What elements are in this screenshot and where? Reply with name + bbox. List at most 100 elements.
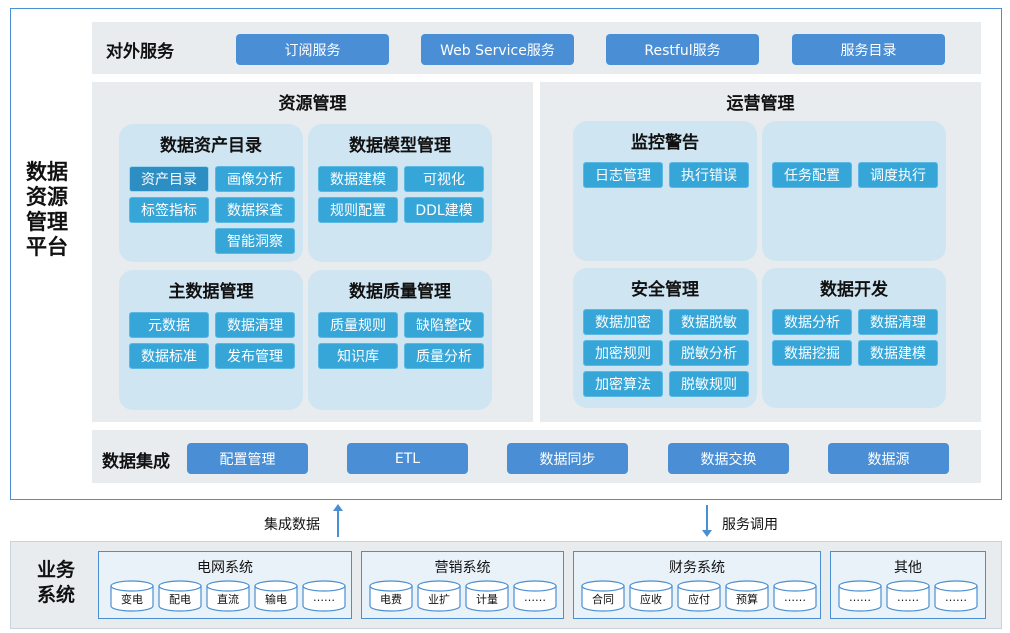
- db-electricity-fee: 电费: [369, 580, 413, 616]
- db-label: 配电: [169, 593, 191, 606]
- chip-asset-catalog[interactable]: 资产目录: [129, 166, 209, 192]
- chip-data-modeling[interactable]: 数据建模: [318, 166, 398, 192]
- chip-log-management[interactable]: 日志管理: [583, 162, 663, 188]
- chip-execution-error[interactable]: 执行错误: [669, 162, 749, 188]
- card-monitor-alert: [573, 121, 757, 261]
- operations-management-title: 运营管理: [726, 94, 795, 114]
- system-title: 电网系统: [197, 560, 253, 576]
- database-icon: [369, 580, 413, 612]
- chip-data-encryption[interactable]: 数据加密: [583, 309, 663, 335]
- db-business-expansion: 业扩: [417, 580, 461, 616]
- card-data-model-management: [308, 124, 492, 262]
- card-task-scheduling: [762, 121, 946, 261]
- db-label: ……: [313, 591, 335, 604]
- chip-smart-insight[interactable]: 智能洞察: [215, 228, 295, 254]
- system-title: 营销系统: [434, 560, 491, 576]
- chip-data-analysis[interactable]: 数据分析: [772, 309, 852, 335]
- chip-visualization[interactable]: 可视化: [404, 166, 484, 192]
- service-call-label: 服务调用: [722, 517, 778, 533]
- data-sync-button[interactable]: 数据同步: [507, 443, 628, 474]
- db-label: ……: [784, 591, 806, 604]
- db-label: 直流: [217, 593, 239, 606]
- card-title: 数据模型管理: [349, 136, 451, 156]
- db-label: 合同: [592, 593, 614, 606]
- database-icon: [773, 580, 817, 612]
- system-title: 其他: [894, 560, 922, 576]
- chip-tag-metrics[interactable]: 标签指标: [129, 197, 209, 223]
- chip-masking-analysis[interactable]: 脱敏分析: [669, 340, 749, 366]
- db-label: 预算: [736, 593, 758, 606]
- chip-task-config[interactable]: 任务配置: [772, 162, 852, 188]
- db-label: 电费: [380, 593, 402, 606]
- database-icon: [465, 580, 509, 612]
- chip-data-cleaning-dev[interactable]: 数据清理: [858, 309, 938, 335]
- chip-data-probe[interactable]: 数据探查: [215, 197, 295, 223]
- chip-data-modeling-dev[interactable]: 数据建模: [858, 340, 938, 366]
- database-icon: [206, 580, 250, 612]
- db-label: ……: [945, 591, 967, 604]
- chip-data-masking[interactable]: 数据脱敏: [669, 309, 749, 335]
- business-systems-title: 业务 系统: [36, 559, 75, 606]
- chip-defect-rectification[interactable]: 缺陷整改: [404, 312, 484, 338]
- card-master-data-management: [119, 270, 303, 410]
- db-more: ……: [302, 580, 346, 616]
- database-icon: [677, 580, 721, 612]
- db-label: ……: [897, 591, 919, 604]
- etl-button[interactable]: ETL: [347, 443, 468, 474]
- card-data-development: [762, 268, 946, 408]
- db-distribution: 配电: [158, 580, 202, 616]
- system-title: 财务系统: [669, 560, 725, 576]
- db-metering: 计量: [465, 580, 509, 616]
- service-catalog-button[interactable]: 服务目录: [792, 34, 945, 65]
- chip-quality-rules[interactable]: 质量规则: [318, 312, 398, 338]
- card-title: 数据资产目录: [160, 136, 262, 156]
- chip-data-standard[interactable]: 数据标准: [129, 343, 209, 369]
- chip-profile-analysis[interactable]: 画像分析: [215, 166, 295, 192]
- database-icon: [581, 580, 625, 612]
- chip-quality-analysis[interactable]: 质量分析: [404, 343, 484, 369]
- db-label: 业扩: [428, 593, 450, 606]
- chip-encryption-algorithm[interactable]: 加密算法: [583, 371, 663, 397]
- platform-title: 数据 资源 管理 平台: [26, 160, 68, 259]
- subscribe-service-button[interactable]: 订阅服务: [236, 34, 389, 65]
- webservice-button[interactable]: Web Service服务: [421, 34, 574, 65]
- db-dc: 直流: [206, 580, 250, 616]
- card-data-quality-management: [308, 270, 492, 410]
- chip-data-mining[interactable]: 数据挖掘: [772, 340, 852, 366]
- db-label: 计量: [476, 593, 498, 606]
- db-more: ……: [886, 580, 930, 616]
- database-icon: [254, 580, 298, 612]
- db-more: ……: [838, 580, 882, 616]
- data-integration-label: 数据集成: [102, 452, 170, 472]
- data-source-button[interactable]: 数据源: [828, 443, 949, 474]
- db-label: ……: [524, 591, 546, 604]
- card-title: 监控警告: [631, 133, 699, 153]
- up-arrow-icon: [333, 504, 343, 537]
- external-services-label: 对外服务: [106, 42, 174, 62]
- chip-masking-rules[interactable]: 脱敏规则: [669, 371, 749, 397]
- config-management-button[interactable]: 配置管理: [187, 443, 308, 474]
- chip-ddl-modeling[interactable]: DDL建模: [404, 197, 484, 223]
- chip-encryption-rules[interactable]: 加密规则: [583, 340, 663, 366]
- db-label: 应收: [640, 593, 662, 606]
- restful-service-button[interactable]: Restful服务: [606, 34, 759, 65]
- database-icon: [725, 580, 769, 612]
- db-receivable: 应收: [629, 580, 673, 616]
- chip-schedule-execution[interactable]: 调度执行: [858, 162, 938, 188]
- db-substation: 变电: [110, 580, 154, 616]
- data-exchange-button[interactable]: 数据交换: [668, 443, 789, 474]
- database-icon: [513, 580, 557, 612]
- db-transmission: 输电: [254, 580, 298, 616]
- db-label: 输电: [265, 593, 287, 606]
- card-title: 主数据管理: [168, 282, 254, 302]
- resource-management-title: 资源管理: [278, 94, 347, 114]
- chip-data-cleaning[interactable]: 数据清理: [215, 312, 295, 338]
- database-icon: [838, 580, 882, 612]
- chip-knowledge-base[interactable]: 知识库: [318, 343, 398, 369]
- chip-metadata[interactable]: 元数据: [129, 312, 209, 338]
- chip-publish-management[interactable]: 发布管理: [215, 343, 295, 369]
- chip-rule-config[interactable]: 规则配置: [318, 197, 398, 223]
- integrate-data-label: 集成数据: [264, 517, 320, 533]
- card-title: 数据开发: [820, 280, 888, 300]
- db-more: ……: [513, 580, 557, 616]
